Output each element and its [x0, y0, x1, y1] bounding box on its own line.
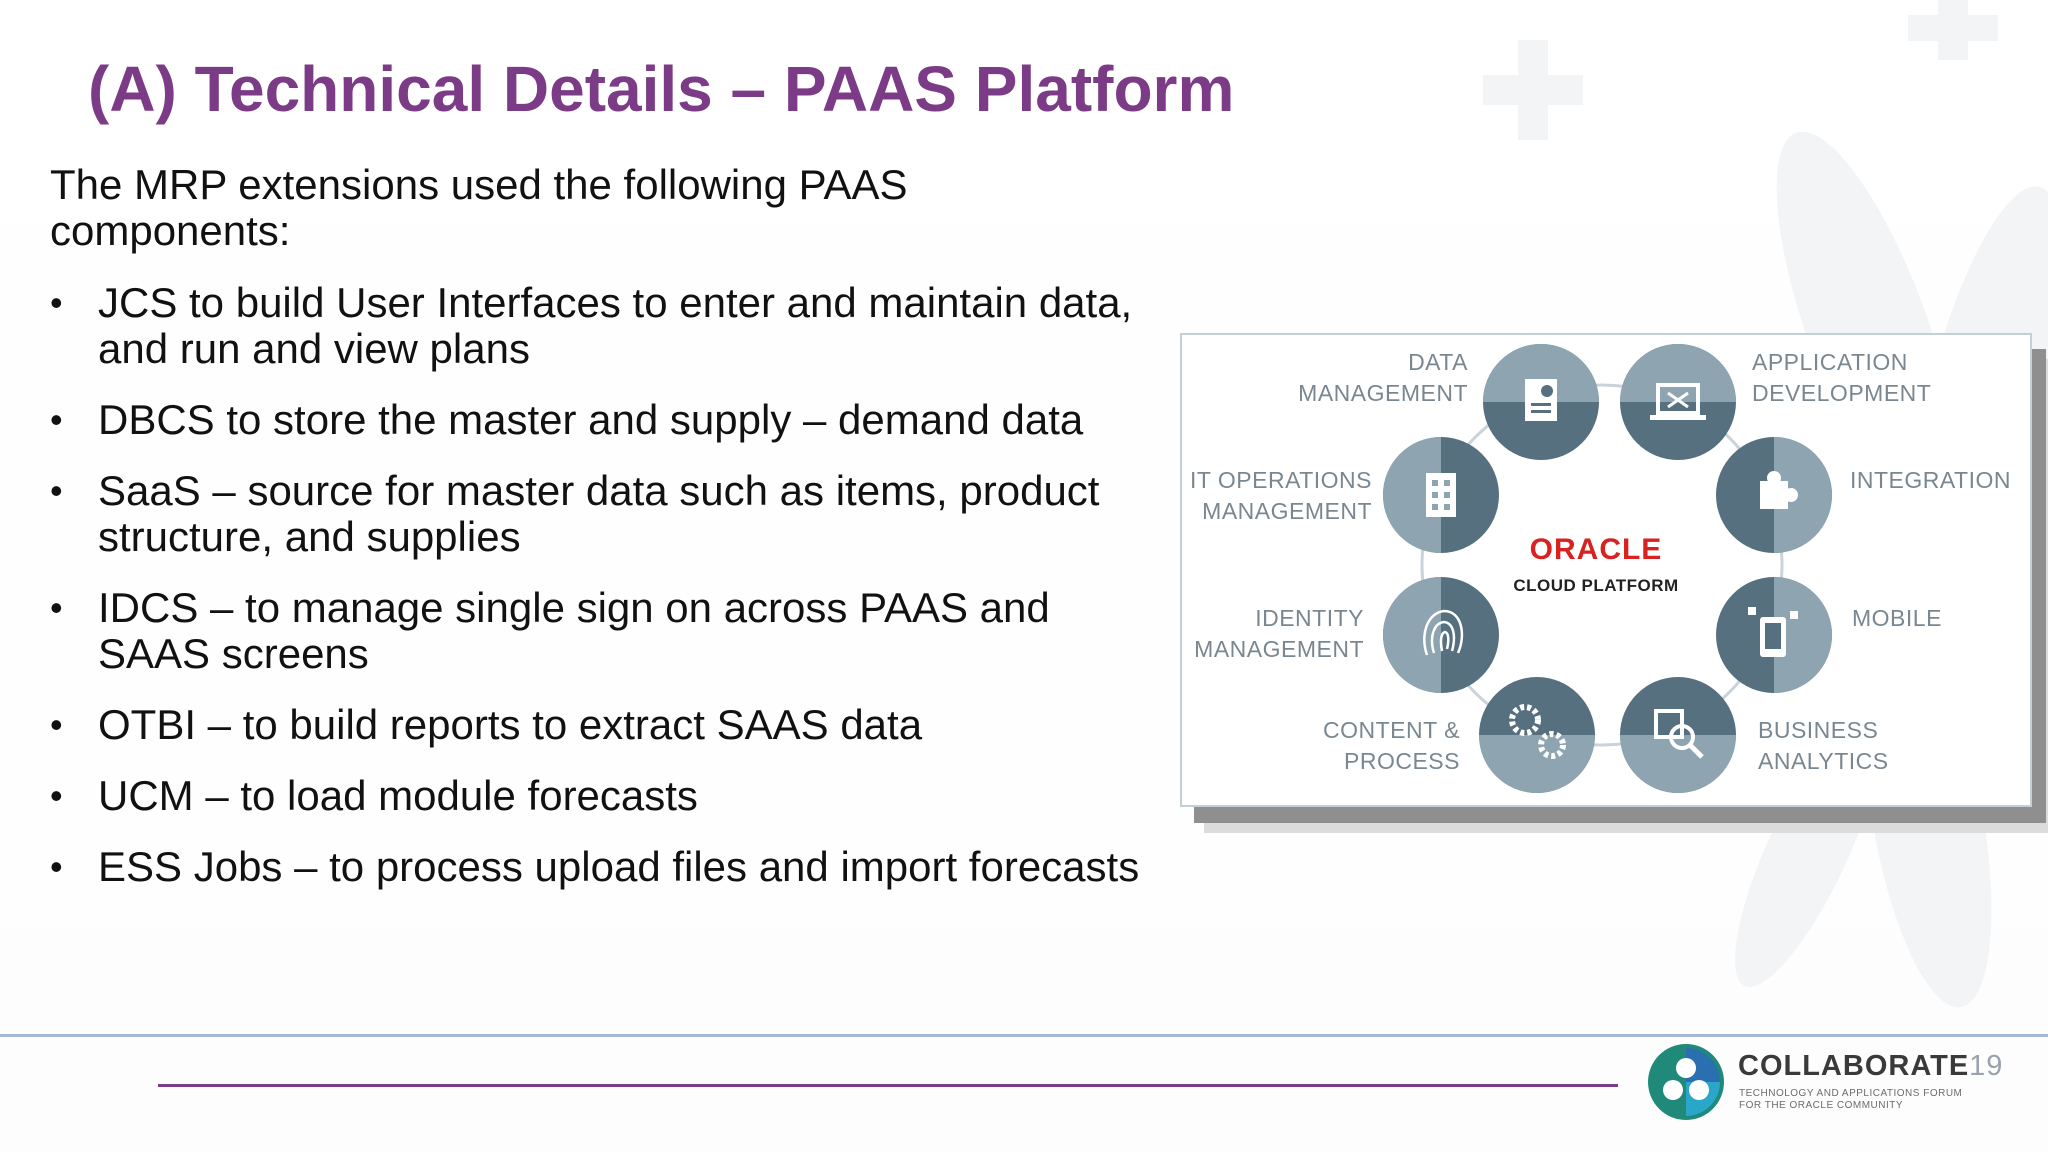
mobile-device-icon: [1748, 607, 1798, 657]
magnifier-chart-icon: [1654, 709, 1704, 759]
label-content-process: CONTENT & PROCESS: [1323, 717, 1460, 774]
bullet-item: UCM – to load module forecasts: [50, 773, 1140, 820]
label-integration: INTEGRATION: [1850, 467, 2011, 493]
bullet-item: SaaS – source for master data such as it…: [50, 468, 1140, 560]
label-application-development: APPLICATION DEVELOPMENT: [1752, 349, 1932, 406]
diagram-graphic: [1383, 344, 1832, 793]
laptop-code-icon: [1650, 383, 1706, 420]
segment-it-operations-management: [1383, 437, 1499, 553]
label-it-operations-management: IT OPERATIONS MANAGEMENT: [1189, 467, 1372, 524]
collaborate-wordmark: COLLABORATE19: [1738, 1050, 2004, 1082]
segment-mobile: [1716, 577, 1832, 693]
fingerprint-icon: [1423, 609, 1464, 656]
label-data-management: DATA MANAGEMENT: [1298, 349, 1468, 406]
gears-icon: [1509, 704, 1566, 759]
label-identity-management: IDENTITY MANAGEMENT: [1194, 605, 1364, 662]
building-icon: [1426, 473, 1456, 517]
bullet-item: DBCS to store the master and supply – de…: [50, 397, 1140, 444]
collaborate-logo-icon: [1648, 1044, 1724, 1120]
bullet-item: ESS Jobs – to process upload files and i…: [50, 844, 1140, 891]
intro-text: The MRP extensions used the following PA…: [50, 161, 908, 254]
bullet-item: IDCS – to manage single sign on across P…: [50, 585, 1140, 677]
label-mobile: MOBILE: [1852, 605, 1942, 631]
segment-integration: [1716, 437, 1832, 553]
collaborate-tagline: TECHNOLOGY AND APPLICATIONS FORUM FOR TH…: [1739, 1088, 1963, 1111]
segment-application-development: [1620, 344, 1736, 460]
oracle-logo-text: ORACLE: [1529, 533, 1663, 566]
segment-content-process: [1479, 677, 1595, 793]
segment-business-analytics: [1620, 677, 1736, 793]
bullet-item: JCS to build User Interfaces to enter an…: [50, 280, 1140, 372]
footer-accent-line: [158, 1084, 1618, 1087]
cloud-platform-label: CLOUD PLATFORM: [1513, 576, 1679, 595]
slide-title: (A) Technical Details – PAAS Platform: [88, 53, 1235, 125]
bullet-list: JCS to build User Interfaces to enter an…: [50, 280, 1140, 915]
segment-data-management: [1483, 344, 1599, 460]
footer-divider: [0, 1034, 2048, 1037]
label-business-analytics: BUSINESS ANALYTICS: [1758, 717, 1889, 774]
bullet-item: OTBI – to build reports to extract SAAS …: [50, 702, 1140, 749]
puzzle-icon: [1760, 471, 1798, 509]
document-chart-icon: [1525, 379, 1557, 421]
oracle-cloud-platform-diagram: ORACLE CLOUD PLATFORM DATA MANAGEMENT AP…: [1180, 333, 2032, 807]
segment-identity-management: [1383, 577, 1499, 693]
